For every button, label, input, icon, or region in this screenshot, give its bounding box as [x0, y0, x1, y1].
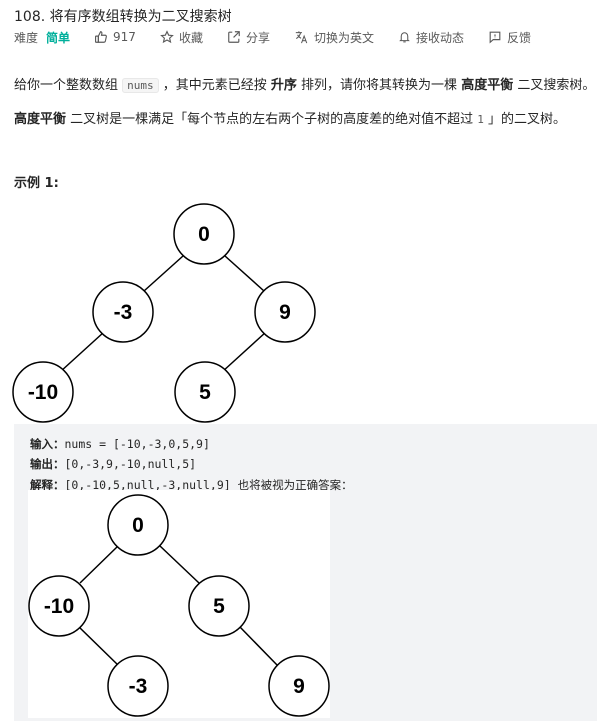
tree-edge: [77, 625, 120, 667]
desc-text: 排列，请你将其转换为一棵: [296, 78, 462, 93]
output-value: [0,-3,9,-10,null,5]: [64, 457, 197, 471]
example-explanation: 解释：[0,-10,5,null,-3,null,9] 也将被视为正确答案：: [30, 477, 353, 493]
inline-code-nums: nums: [122, 78, 159, 93]
description-paragraph-1: 给你一个整数数组 nums ，其中元素已经按 升序 排列，请你将其转换为一棵 高…: [14, 74, 595, 93]
like-button[interactable]: 917: [94, 30, 136, 44]
desc-bold: 高度平衡: [14, 112, 67, 127]
tree-edge: [159, 545, 200, 584]
output-label: 输出：: [30, 457, 65, 471]
example-title: 示例 1:: [14, 176, 59, 191]
desc-text: ，其中元素已经按: [158, 78, 271, 93]
desc-text: 二叉树是一棵满足「每个节点的左右两个子树的高度差的绝对值不超过: [66, 112, 478, 127]
feedback-button[interactable]: 反馈: [488, 29, 531, 46]
input-value: nums = [-10,-3,0,5,9]: [64, 437, 210, 451]
tree-diagram-2-container: 0 -10 5 -3 9: [28, 490, 330, 718]
switch-language-label: 切换为英文: [313, 30, 374, 45]
share-icon: [228, 31, 240, 43]
share-button[interactable]: 分享: [227, 29, 270, 46]
tree-node-circle: [188, 575, 250, 637]
desc-bold: 升序: [270, 78, 297, 93]
tree-edge: [143, 255, 184, 292]
explain-value: [0,-10,5,null,-3,null,9]: [64, 478, 231, 492]
tree-node-label: -3: [114, 301, 133, 324]
tree-edge: [79, 545, 119, 584]
switch-language-button[interactable]: 切换为英文: [294, 29, 374, 46]
difficulty-label: 难度: [14, 30, 39, 45]
difficulty: 难度 简单: [14, 29, 70, 46]
tree-node-circle: [254, 281, 316, 343]
tree-node-label: 9: [293, 675, 305, 698]
bell-icon: [399, 32, 410, 43]
translate-icon: [295, 31, 308, 44]
tree-node-label: -10: [28, 381, 58, 404]
favorite-label: 收藏: [178, 30, 203, 45]
desc-bold: 高度平衡: [461, 78, 514, 93]
tree-node-label: 5: [213, 595, 225, 618]
example-output: 输出：[0,-3,9,-10,null,5]: [30, 456, 196, 472]
tree-node-circle: [28, 575, 90, 637]
favorite-button[interactable]: 收藏: [160, 29, 203, 46]
tree-edge: [224, 255, 265, 292]
tree-diagram-1: 0 -3 9 -10 5: [12, 203, 316, 423]
example-input: 输入：nums = [-10,-3,0,5,9]: [30, 436, 210, 452]
desc-text: 给你一个整数数组: [14, 78, 123, 93]
feedback-icon: [489, 31, 501, 44]
tree-node-circle: [173, 203, 235, 265]
subscribe-button[interactable]: 接收动态: [398, 29, 464, 46]
desc-text: 」的二叉树。: [483, 112, 567, 127]
tree-node-label: -10: [44, 595, 74, 618]
tree-node-label: -3: [129, 675, 148, 698]
desc-text: 二叉搜索树。: [513, 78, 596, 93]
inline-number: 1: [477, 113, 484, 126]
tree-node-label: 0: [198, 223, 210, 246]
explain-text: 也将被视为正确答案：: [230, 478, 353, 492]
tree-node-circle: [268, 655, 330, 717]
tree-node-label: 9: [279, 301, 291, 324]
subscribe-label: 接收动态: [415, 30, 464, 45]
feedback-label: 反馈: [507, 30, 532, 45]
explain-label: 解释：: [30, 478, 65, 492]
tree-edge: [238, 625, 279, 667]
like-count: 917: [113, 30, 136, 44]
tree-node-label: 5: [199, 381, 211, 404]
tree-node-circle: [107, 655, 169, 717]
tree-diagram-2: 0 -10 5 -3 9: [28, 494, 330, 717]
tree-node-circle: [92, 281, 154, 343]
tree-edge: [221, 331, 267, 373]
tree-node-label: 0: [132, 514, 144, 537]
tree-node-circle: [107, 494, 169, 556]
input-label: 输入：: [30, 437, 65, 451]
tree-node-circle: [12, 361, 74, 423]
problem-title: 108. 将有序数组转换为二叉搜索树: [14, 9, 232, 25]
star-icon: [160, 30, 174, 44]
difficulty-badge: 简单: [46, 30, 71, 45]
share-label: 分享: [245, 30, 270, 45]
tree-edge: [59, 331, 105, 373]
description-paragraph-2: 高度平衡 二叉树是一棵满足「每个节点的左右两个子树的高度差的绝对值不超过 1 」…: [14, 108, 566, 127]
problem-meta-bar: 难度 简单 917 收藏 分享 切换为英文: [14, 28, 555, 46]
tree-node-circle: [174, 361, 236, 423]
thumbs-up-icon: [95, 31, 107, 43]
